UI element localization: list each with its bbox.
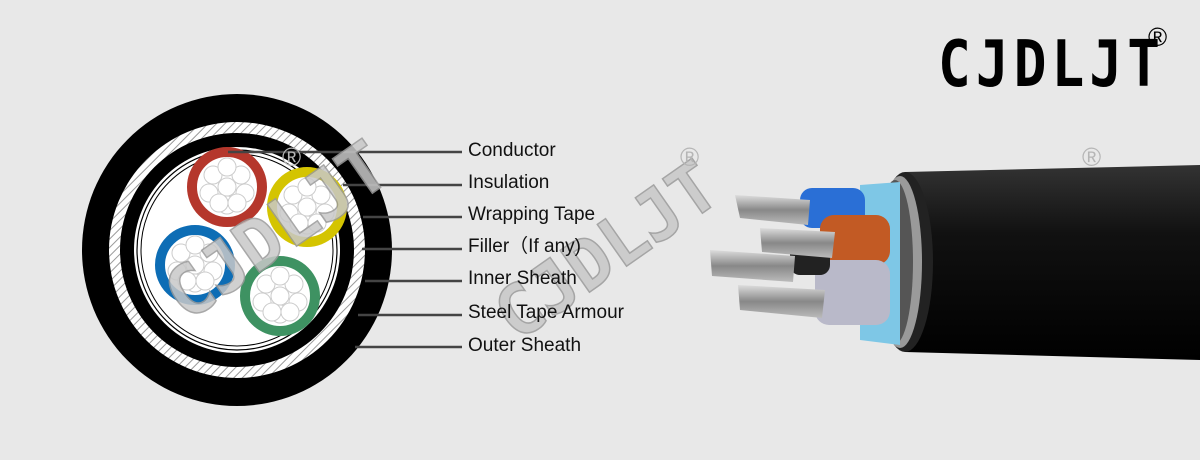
registered-mark: ® [1148, 22, 1168, 52]
brand-logo: CJDLJT [938, 28, 1166, 102]
label-outer-sheath: Outer Sheath [468, 335, 582, 356]
leader-lines [228, 150, 462, 349]
label-insulation: Insulation [468, 172, 550, 193]
cable-photo [710, 165, 1200, 360]
conductor-strand [307, 213, 327, 233]
label-filler: Filler（If any) [468, 236, 581, 257]
conductor-strand [280, 302, 300, 322]
watermark-registered-mark: ® [1082, 142, 1102, 172]
conductor-strand [270, 286, 290, 306]
cross-section [82, 94, 392, 406]
label-inner-sheath: Inner Sheath [468, 268, 577, 289]
label-steel-tape-armour: Steel Tape Armour [468, 302, 624, 323]
conductor-strand [227, 193, 247, 213]
conductor-strand [195, 271, 215, 291]
label-conductor: Conductor [468, 140, 556, 161]
conductor-strand [217, 177, 237, 197]
conductor-strand [297, 177, 317, 197]
conductor-strand [262, 302, 282, 322]
conductor-strand [209, 193, 229, 213]
watermark-registered-mark: ® [680, 142, 700, 172]
label-wrapping-tape: Wrapping Tape [468, 204, 596, 225]
conductor-strand [185, 235, 205, 255]
conductor-strand [217, 157, 237, 177]
watermark-registered-mark: ® [282, 142, 302, 172]
conductor-strand [270, 266, 290, 286]
